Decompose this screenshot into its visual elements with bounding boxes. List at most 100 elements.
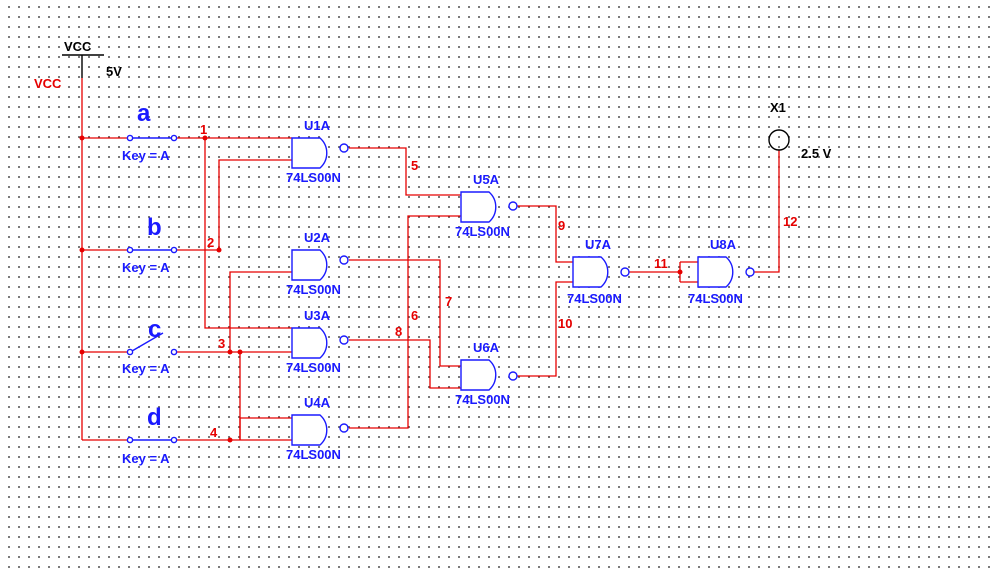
gate-u3a-part: 74LS00N [286, 360, 341, 375]
junction-dot [202, 135, 208, 141]
inverter-bubble [339, 143, 349, 153]
inverter-bubble [620, 267, 630, 277]
switch-d-label: d [147, 404, 162, 431]
gate-u6a[interactable]: U6A 74LS00N [455, 340, 518, 407]
nand-gate-body [572, 256, 609, 288]
vcc-label: VCC [64, 39, 92, 54]
net-3-branch-wire [229, 271, 292, 352]
switch-a-label: a [137, 100, 151, 127]
gate-u3a[interactable]: U3A 74LS00N [286, 308, 349, 375]
gate-u3a-ref: U3A [304, 308, 331, 323]
inverter-bubble [339, 255, 349, 265]
switch-a-contact [170, 134, 178, 142]
net-label: 2 [207, 235, 214, 250]
net-label: 5 [411, 158, 418, 173]
gate-u7a-part: 74LS00N [567, 291, 622, 306]
vcc-net-label: VCC [34, 76, 62, 91]
gate-u4a[interactable]: U4A 74LS00N [286, 395, 349, 462]
probe-x1[interactable]: X1 2.5 V [768, 100, 832, 161]
net-8-wire [349, 339, 461, 389]
vcc-source[interactable]: VCC 5V VCC [34, 39, 122, 91]
switch-d-contact [170, 436, 178, 444]
net-label: 3 [218, 336, 225, 351]
switch-d[interactable]: d Key = A [122, 404, 178, 466]
gate-u6a-ref: U6A [473, 340, 500, 355]
junctions [79, 135, 683, 443]
nand-gate-body [697, 256, 734, 288]
net-label: 10 [558, 316, 572, 331]
switch-a[interactable]: a Key = A [122, 100, 178, 163]
net-label: 8 [395, 324, 402, 339]
gate-u8a-ref: U8A [710, 237, 737, 252]
net-label: 4 [210, 425, 218, 440]
switch-b-label: b [147, 214, 162, 241]
gate-u4a-ref: U4A [304, 395, 331, 410]
net-1-branch-wire [204, 138, 292, 329]
switch-c[interactable]: c Key = A [122, 316, 178, 376]
net-11-inputs-wire [680, 261, 698, 283]
junction-dot [237, 349, 243, 355]
inverter-bubble [508, 201, 518, 211]
gate-u2a-ref: U2A [304, 230, 331, 245]
gate-u5a[interactable]: U5A 74LS00N [455, 172, 518, 239]
probe-ref: X1 [770, 100, 786, 115]
gate-u1a-ref: U1A [304, 118, 331, 133]
gate-u6a-part: 74LS00N [455, 392, 510, 407]
nand-gate-body [460, 359, 497, 391]
probe-voltage: 2.5 V [801, 146, 832, 161]
gate-u5a-part: 74LS00N [455, 224, 510, 239]
net-labels: 1 2 3 4 5 6 7 8 9 10 11 12 [200, 122, 797, 440]
gate-u2a-part: 74LS00N [286, 282, 341, 297]
nand-gate-body [291, 137, 328, 169]
net-label: 9 [558, 218, 565, 233]
net-12-wire [754, 150, 780, 273]
switch-b-contact [170, 246, 178, 254]
net-10-wire [517, 281, 573, 377]
net-6-wire [349, 215, 461, 429]
net-9-wire [517, 205, 573, 263]
gate-u8a-part: 74LS00N [688, 291, 743, 306]
switch-c-key: Key = A [122, 361, 170, 376]
net-5-wire [349, 147, 461, 196]
switch-b[interactable]: b Key = A [122, 214, 178, 275]
inverter-bubble [508, 371, 518, 381]
gate-u4a-part: 74LS00N [286, 447, 341, 462]
switch-b-contact [126, 246, 134, 254]
switch-d-contact [126, 436, 134, 444]
vcc-symbol [62, 54, 104, 78]
junction-dot [79, 349, 85, 355]
nand-gate-body [460, 191, 497, 223]
switch-b-key: Key = A [122, 260, 170, 275]
switch-a-key: Key = A [122, 148, 170, 163]
vcc-voltage: 5V [106, 64, 122, 79]
junction-dot [227, 349, 233, 355]
net-label: 1 [200, 122, 207, 137]
net-label: 11 [654, 256, 668, 271]
gate-u1a[interactable]: U1A 74LS00N [286, 118, 349, 185]
net-7-wire [349, 259, 461, 367]
junction-dot [79, 247, 85, 253]
inverter-bubble [339, 335, 349, 345]
gate-u7a-ref: U7A [585, 237, 612, 252]
net-label: 6 [411, 308, 418, 323]
nand-gate-body [291, 414, 328, 446]
gate-u5a-ref: U5A [473, 172, 500, 187]
gate-u2a[interactable]: U2A 74LS00N [286, 230, 349, 297]
nand-gate-body [291, 327, 328, 359]
junction-dot [79, 135, 85, 141]
wires [81, 78, 780, 441]
net-4-upper-wire [239, 417, 292, 440]
switch-c-contact [126, 348, 134, 356]
gate-u1a-part: 74LS00N [286, 170, 341, 185]
switch-c-label: c [148, 316, 161, 343]
gate-u7a[interactable]: U7A 74LS00N [567, 237, 630, 306]
probe-lamp-icon [768, 129, 790, 151]
inverter-bubble [745, 267, 755, 277]
net-label: 12 [783, 214, 797, 229]
switch-d-key: Key = A [122, 451, 170, 466]
nand-gate-body [291, 249, 328, 281]
junction-dot [227, 437, 233, 443]
gate-u8a[interactable]: U8A 74LS00N [688, 237, 755, 306]
